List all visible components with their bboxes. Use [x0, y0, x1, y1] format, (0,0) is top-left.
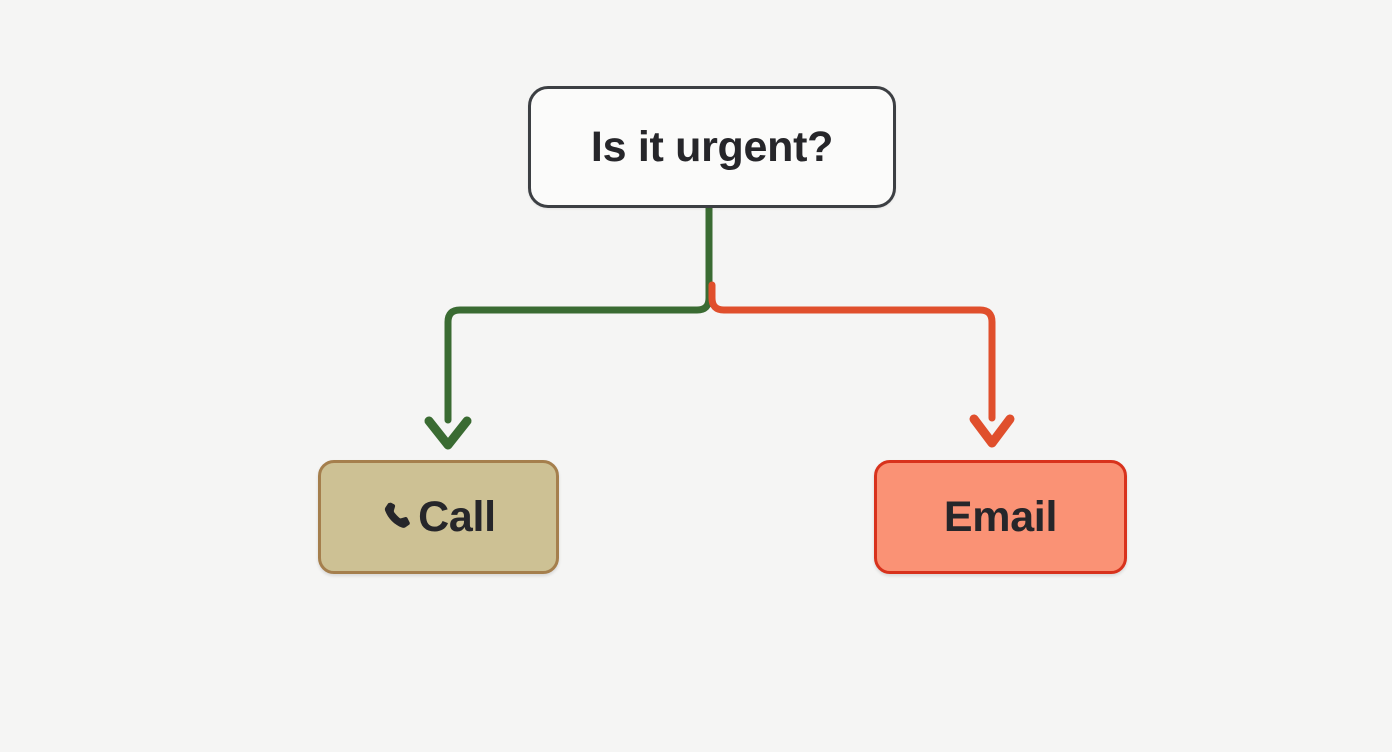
phone-icon	[381, 497, 415, 537]
node-email-label: Email	[943, 492, 1058, 541]
node-call-content: Call	[381, 492, 496, 541]
node-call[interactable]: Call	[318, 460, 559, 574]
edge-decision-email	[708, 281, 1015, 448]
edge-decision-email-arrowhead	[969, 414, 1015, 448]
edge-decision-call-line	[444, 204, 713, 424]
node-call-label: Call	[418, 492, 496, 541]
node-decision-is-it-urgent[interactable]: Is it urgent?	[528, 86, 896, 208]
node-decision-label: Is it urgent?	[590, 122, 834, 171]
edge-decision-email-line	[708, 281, 996, 422]
edge-decision-call-arrowhead	[424, 416, 472, 450]
edge-decision-call	[424, 204, 713, 450]
node-email[interactable]: Email	[874, 460, 1127, 574]
